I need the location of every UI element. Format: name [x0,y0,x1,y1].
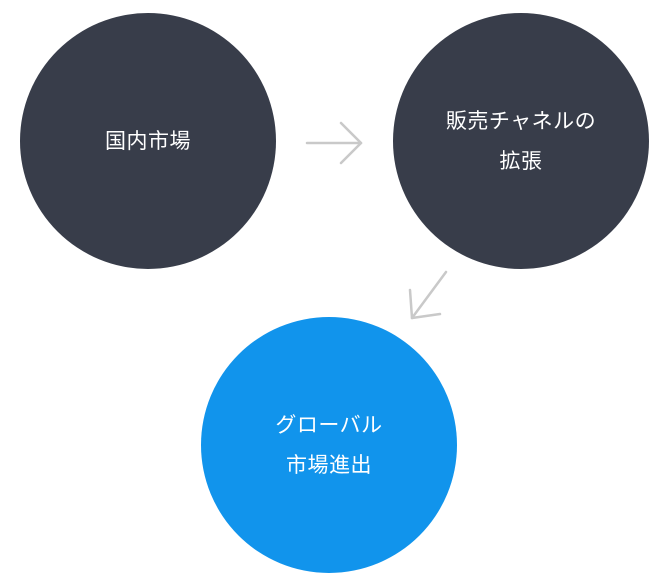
node-sales-channel-expansion-label: 販売チャネルの 拡張 [446,101,596,181]
node-global-market-entry-label-line-2: 市場進出 [285,453,372,477]
node-sales-channel-expansion-label-line-1: 販売チャネルの [445,109,597,133]
node-domestic-market-label: 国内市場 [105,121,191,161]
node-domestic-market-label-line-1: 国内市場 [105,129,191,153]
node-global-market-entry-label: グローバル 市場進出 [275,405,382,485]
node-global-market-entry: グローバル 市場進出 [201,317,457,573]
arrow-down-left-icon [408,270,448,320]
node-sales-channel-expansion-label-line-2: 拡張 [499,149,543,173]
node-domestic-market: 国内市場 [20,13,276,269]
arrow-right-icon [305,121,363,165]
node-global-market-entry-label-line-1: グローバル [275,413,383,437]
node-sales-channel-expansion: 販売チャネルの 拡張 [393,13,649,269]
